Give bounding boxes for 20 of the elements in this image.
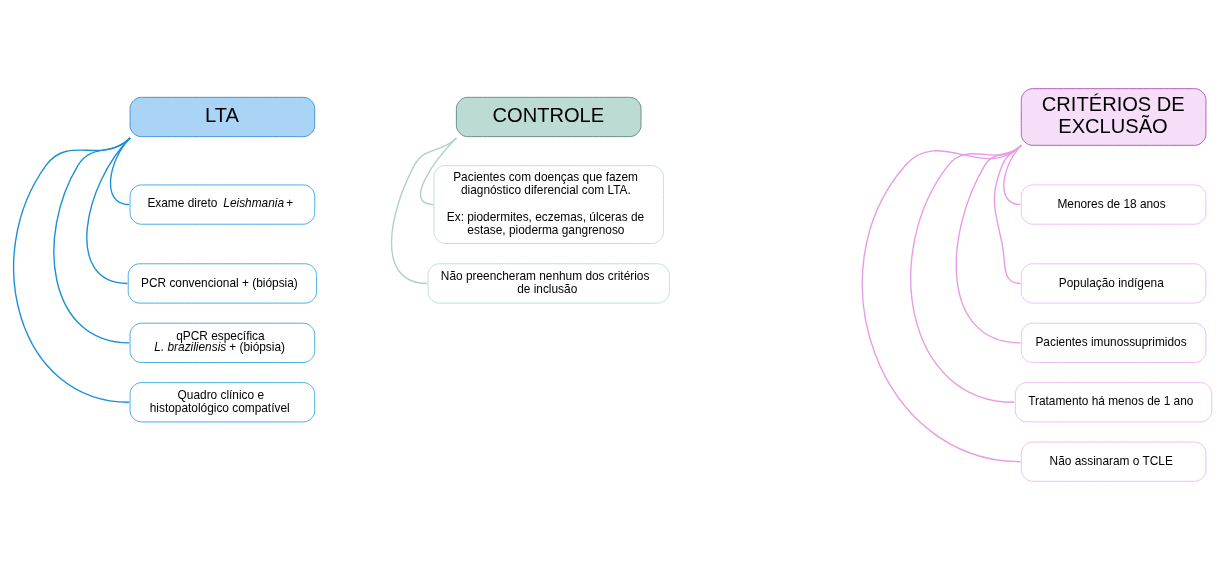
node-box: Tratamento há menos de 1 ano	[1014, 382, 1213, 423]
node-box: Exame direto Leishmania +	[129, 184, 316, 225]
node-box: Menores de 18 anos	[1020, 184, 1207, 225]
node-box: Pacientes imunossuprimidos	[1020, 322, 1207, 363]
node-box: PCR convencional + (biópsia)	[127, 263, 317, 304]
connector	[390, 137, 458, 285]
node-box: CRITÉRIOS DE EXCLUSÃO	[1020, 88, 1207, 146]
node-box: Pacientes com doenças que fazem diagnóstico diferencial com LTA. Ex: piodermites, eczemas, úlceras de estase, pioderma gangrenoso	[433, 165, 664, 244]
node-box: qPCR específica L. braziliensis + (biópsia)	[129, 322, 316, 363]
connector	[12, 137, 131, 403]
connector	[861, 144, 1022, 463]
node-box: CONTROLE	[455, 96, 642, 138]
node-box: LTA	[129, 96, 316, 138]
connector	[419, 137, 458, 206]
node-box: Não preencheram nenhum dos critérios de inclusão	[427, 263, 670, 304]
connector	[53, 137, 131, 344]
node-box: População indígena	[1020, 263, 1207, 304]
node-box: Não assinaram o TCLE	[1020, 441, 1207, 482]
connector	[86, 137, 131, 285]
node-box: Quadro clínico e histopatológico compatível	[129, 382, 316, 423]
